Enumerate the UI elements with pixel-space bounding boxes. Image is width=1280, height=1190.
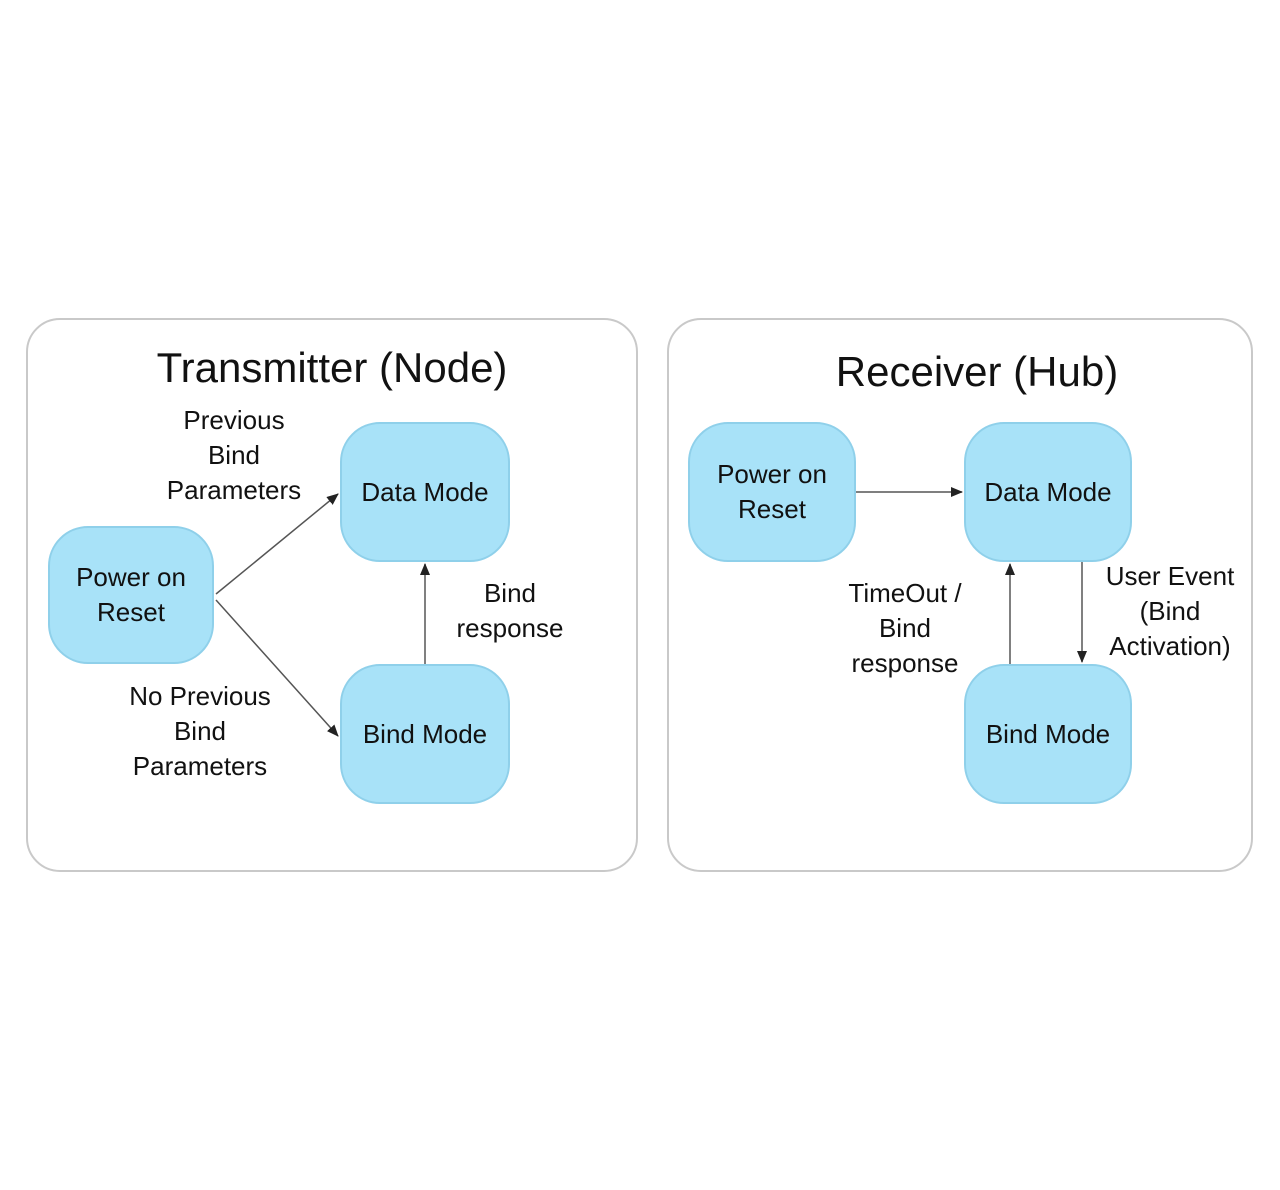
receiver-title: Receiver (Hub) xyxy=(835,348,1119,395)
receiver-panel xyxy=(667,318,1253,872)
receiver-power-on-reset-node: Power on Reset xyxy=(688,422,856,562)
transmitter-bind-response-label: Bind response xyxy=(456,578,564,643)
transmitter-no-previous-bind-label: No Previous Bind Parameters xyxy=(129,681,271,781)
receiver-timeout-bind-response-label: TimeOut / Bind response xyxy=(848,578,962,678)
transmitter-bind-mode-node: Bind Mode xyxy=(340,664,510,804)
transmitter-previous-bind-label: Previous Bind Parameters xyxy=(166,405,302,505)
receiver-bind-mode-node: Bind Mode xyxy=(964,664,1132,804)
transmitter-data-mode-node: Data Mode xyxy=(340,422,510,562)
receiver-data-mode-node: Data Mode xyxy=(964,422,1132,562)
transmitter-power-on-reset-node: Power on Reset xyxy=(48,526,214,664)
receiver-user-event-label: User Event (Bind Activation) xyxy=(1105,561,1235,661)
transmitter-title: Transmitter (Node) xyxy=(156,344,508,391)
